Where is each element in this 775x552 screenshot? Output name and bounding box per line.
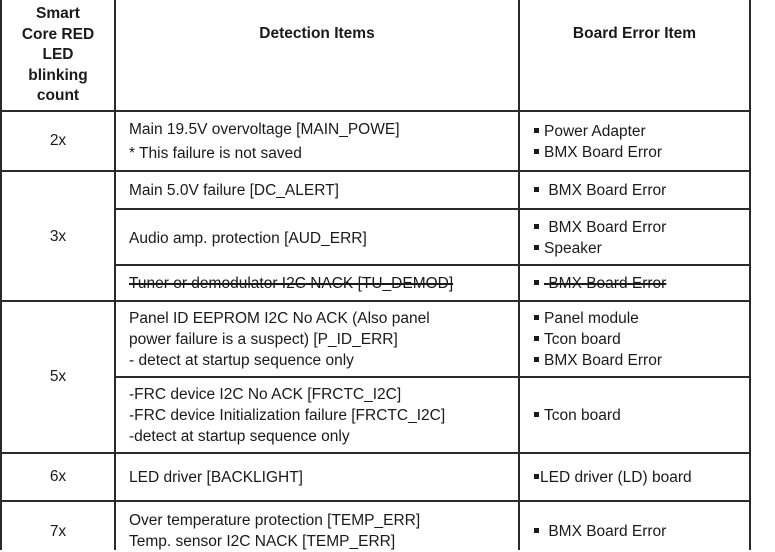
blink-count-6x: 6x [49, 468, 67, 485]
board-item-text: BMX Board Error [544, 352, 663, 369]
column-border [749, 0, 751, 550]
board-item: BMX Board Error [534, 180, 666, 201]
bullet-icon [534, 245, 539, 250]
detection-cell: -FRC device I2C No ACK [FRCTC_I2C] -FRC … [129, 384, 445, 447]
board-item: BMX Board Error [534, 273, 666, 294]
bullet-icon [534, 528, 539, 533]
header-count-line: Smart [36, 5, 80, 22]
board-item: BMX Board Error [534, 142, 662, 163]
board-item: Power Adapter [534, 121, 662, 142]
detection-text: power failure is a suspect) [P_ID_ERR] [129, 331, 398, 348]
bullet-icon [534, 128, 539, 133]
board-item-text: LED driver (LD) board [540, 469, 692, 486]
board-item-text: Tcon board [544, 407, 621, 424]
detection-cell: Audio amp. protection [AUD_ERR] [129, 228, 367, 249]
board-item-text: Tcon board [544, 331, 621, 348]
bullet-icon [534, 357, 539, 362]
detection-text: -FRC device I2C No ACK [FRCTC_I2C] [129, 386, 402, 403]
blink-count-3x: 3x [49, 228, 67, 245]
board-cell: BMX Board Error [534, 521, 666, 542]
bullet-icon [534, 412, 539, 417]
detection-cell: LED driver [BACKLIGHT] [129, 467, 303, 488]
detection-cell: Main 5.0V failure [DC_ALERT] [129, 180, 339, 201]
row-border [114, 208, 751, 210]
bullet-icon [534, 280, 539, 285]
detection-text: -detect at startup sequence only [129, 428, 350, 445]
header-board: Board Error Item [572, 25, 697, 42]
column-border [518, 0, 520, 550]
bullet-icon [534, 187, 539, 192]
header-count-line: LED [42, 46, 74, 63]
header-count-line: Core RED [21, 25, 95, 43]
detection-text: Over temperature protection [TEMP_ERR] [129, 512, 421, 529]
board-item: Tcon board [534, 405, 621, 426]
detection-text: Temp. sensor I2C NACK [TEMP_ERR] [129, 533, 396, 550]
row-border [114, 264, 751, 266]
board-item-text: Speaker [544, 240, 602, 257]
detection-text: * This failure is not saved [129, 145, 302, 162]
blink-count-7x: 7x [49, 523, 67, 540]
header-count: Smart Core RED LED blinking count [2, 4, 114, 107]
detection-text: LED driver [BACKLIGHT] [129, 469, 303, 486]
row-border [0, 170, 751, 172]
board-item-text: BMX Board Error [544, 144, 663, 161]
board-item: BMX Board Error [534, 217, 666, 238]
detection-cell-struck: Tuner or demodulator I2C NACK [TU_DEMOD] [129, 273, 453, 294]
board-item-text: BMX Board Error [548, 523, 667, 540]
bullet-icon [534, 149, 539, 154]
header-count-line: count [36, 87, 80, 104]
board-item: Tcon board [534, 329, 662, 350]
bullet-icon [534, 474, 539, 479]
detection-cell: Panel ID EEPROM I2C No ACK (Also panel p… [129, 308, 430, 371]
blink-count-5x: 5x [49, 368, 67, 385]
detection-cell: Main 19.5V overvoltage [MAIN_POWE] * Thi… [129, 119, 400, 164]
board-item: Panel module [534, 308, 662, 329]
row-border [114, 376, 751, 378]
board-cell: Panel module Tcon board BMX Board Error [534, 308, 662, 371]
board-item: LED driver (LD) board [534, 467, 692, 488]
row-border [0, 110, 751, 112]
board-cell: LED driver (LD) board [534, 467, 692, 488]
row-border [0, 300, 751, 302]
board-item-text: BMX Board Error [548, 219, 667, 236]
board-cell: Power Adapter BMX Board Error [534, 121, 662, 163]
board-item: BMX Board Error [534, 350, 662, 371]
board-cell-struck: BMX Board Error [534, 273, 666, 294]
board-item-text: BMX Board Error [548, 182, 667, 199]
board-item: BMX Board Error [534, 521, 666, 542]
column-border [0, 0, 2, 550]
board-item-text: BMX Board Error [548, 275, 667, 292]
detection-text: Main 19.5V overvoltage [MAIN_POWE] [129, 121, 400, 138]
column-border [114, 0, 116, 550]
header-detection: Detection Items [259, 25, 375, 42]
detection-text: Panel ID EEPROM I2C No ACK (Also panel [129, 310, 430, 327]
header-count-line: blinking [28, 66, 88, 84]
detection-text: Audio amp. protection [AUD_ERR] [129, 230, 367, 247]
bullet-icon [534, 224, 539, 229]
bullet-icon [534, 315, 539, 320]
bullet-icon [534, 336, 539, 341]
detection-text: Tuner or demodulator I2C NACK [TU_DEMOD] [129, 275, 454, 292]
board-item: Speaker [534, 238, 666, 259]
board-cell: Tcon board [534, 405, 621, 426]
blink-count-2x: 2x [49, 132, 67, 149]
row-border [0, 500, 751, 502]
detection-text: Main 5.0V failure [DC_ALERT] [129, 182, 339, 199]
board-item-text: Panel module [544, 310, 639, 327]
detection-cell: Over temperature protection [TEMP_ERR] T… [129, 510, 420, 552]
detection-text: - detect at startup sequence only [129, 352, 354, 369]
row-border [0, 452, 751, 454]
board-cell: BMX Board Error [534, 180, 666, 201]
board-item-text: Power Adapter [544, 123, 646, 140]
detection-text: -FRC device Initialization failure [FRCT… [129, 407, 446, 424]
board-cell: BMX Board Error Speaker [534, 217, 666, 259]
